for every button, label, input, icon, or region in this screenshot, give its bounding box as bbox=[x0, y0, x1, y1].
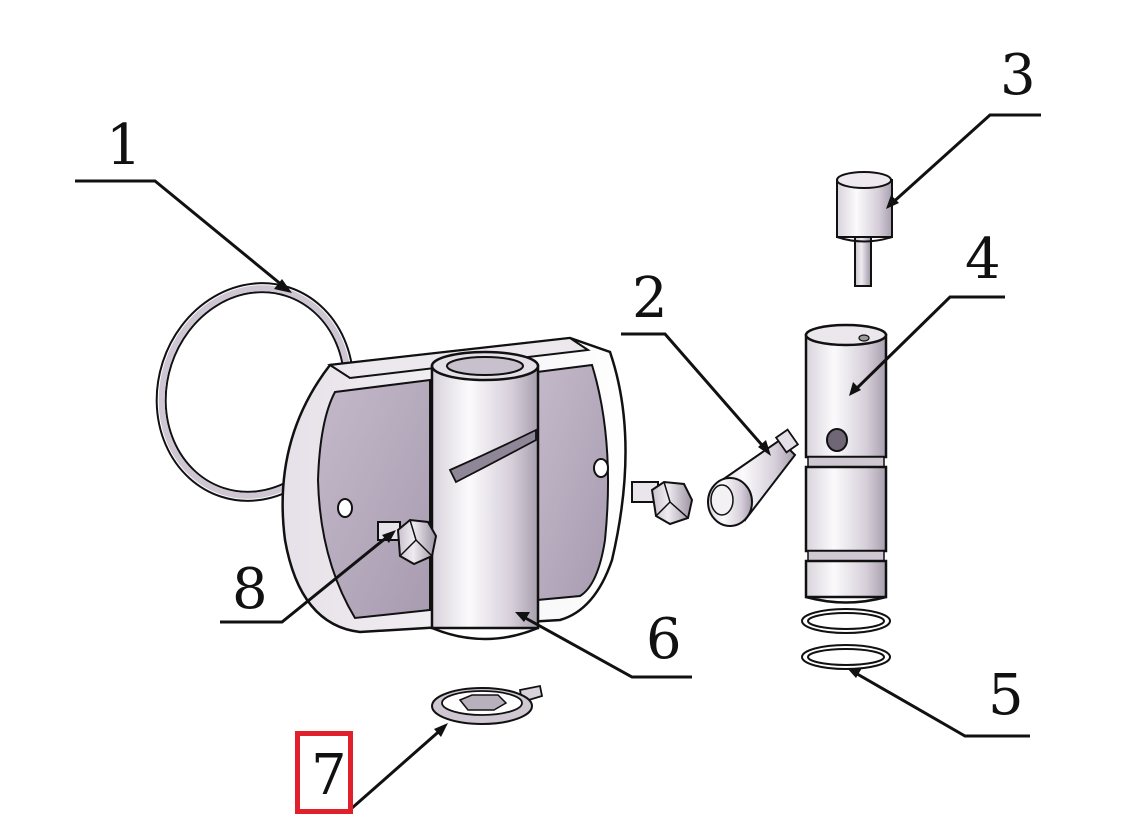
leader-2 bbox=[621, 332, 770, 453]
label-part-8: 8 bbox=[232, 557, 268, 622]
part-cylinder-4 bbox=[804, 323, 888, 604]
label-part-6: 6 bbox=[646, 607, 682, 672]
leader-7 bbox=[351, 725, 445, 810]
leader-arrowheads bbox=[274, 195, 899, 737]
loose-hex-bolt bbox=[631, 480, 694, 526]
label-part-1: 1 bbox=[106, 113, 142, 178]
leader-1 bbox=[75, 179, 289, 292]
part-handle-2 bbox=[707, 428, 800, 527]
part-bracket-body-6 bbox=[281, 336, 627, 641]
leader-8 bbox=[220, 531, 393, 624]
leader-lines bbox=[75, 113, 1041, 810]
part-knob-3 bbox=[836, 171, 893, 287]
part-o-rings-5 bbox=[801, 608, 891, 670]
label-part-7: 7 bbox=[311, 743, 347, 808]
label-part-4: 4 bbox=[965, 227, 1001, 292]
leader-3 bbox=[888, 113, 1041, 207]
part-clip-washer-7 bbox=[431, 684, 544, 725]
highlight-box-part-7 bbox=[295, 731, 353, 814]
label-part-5: 5 bbox=[988, 663, 1024, 728]
leader-5 bbox=[851, 669, 1030, 738]
leader-6 bbox=[519, 613, 692, 679]
label-part-2: 2 bbox=[632, 266, 668, 331]
label-part-3: 3 bbox=[1000, 43, 1036, 108]
part-hex-bolt-8 bbox=[377, 518, 438, 566]
leader-4 bbox=[851, 295, 1005, 394]
